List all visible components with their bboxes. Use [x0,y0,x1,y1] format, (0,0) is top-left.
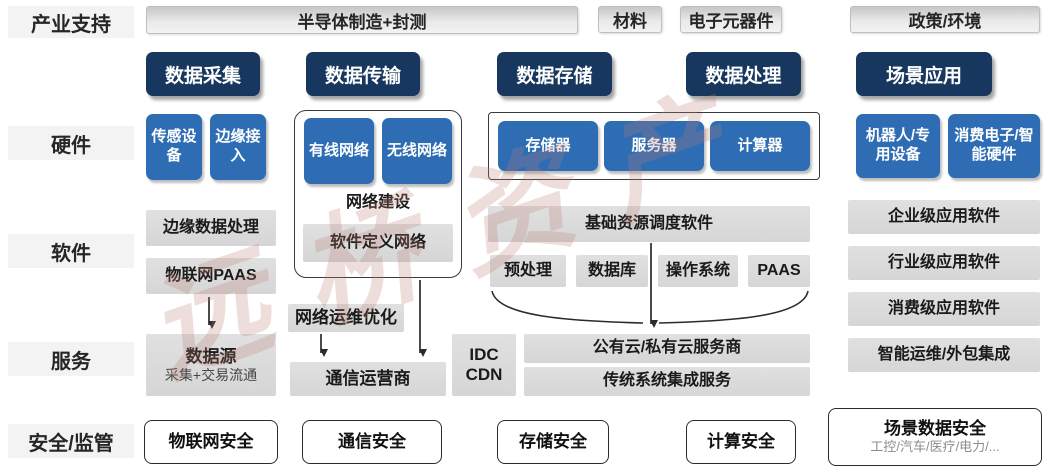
svc-intelligent-ops: 智能运维/外包集成 [848,338,1040,372]
sw-edge-data-processing: 边缘数据处理 [146,210,276,246]
svc-data-source-subtitle: 采集+交易流通 [164,366,258,383]
sw-operating-system: 操作系统 [658,255,738,287]
hw-memory: 存储器 [498,121,598,171]
stage-header-processing: 数据处理 [686,52,801,96]
stage-header-storage: 数据存储 [497,52,612,96]
svc-data-source-title: 数据源 [185,347,237,367]
support-bar-semiconductor: 半导体制造+封测 [146,6,578,34]
sec-scenario-data-security: 场景数据安全 工控/汽车/医疗/电力/... [828,408,1042,466]
sw-enterprise-apps: 企业级应用软件 [848,200,1040,234]
sw-database: 数据库 [576,255,648,287]
sec-scenario-title: 场景数据安全 [884,419,986,438]
svc-system-integration: 传统系统集成服务 [524,367,810,396]
row-label-services: 服务 [8,342,134,376]
sec-storage-security: 存储安全 [497,420,609,464]
svc-cloud-providers: 公有云/私有云服务商 [524,334,810,363]
sec-iot-security: 物联网安全 [144,420,278,464]
row-label-software: 软件 [8,234,134,268]
svc-data-source: 数据源 采集+交易流通 [146,334,276,396]
sw-iot-paas: 物联网PAAS [146,258,276,294]
row-label-hardware: 硬件 [8,126,134,160]
support-bar-policy: 政策/环境 [850,6,1040,33]
sw-sdn: 软件定义网络 [303,224,453,262]
svc-idc-line: IDC [469,345,499,365]
sw-consumer-apps: 消费级应用软件 [848,292,1040,326]
stage-header-acquisition: 数据采集 [146,52,260,96]
hw-consumer-electronics: 消费电子/智能硬件 [948,114,1040,178]
svc-idc-cdn: IDC CDN [452,334,516,396]
sec-communication-security: 通信安全 [302,420,442,464]
svc-telecom-operators: 通信运营商 [290,362,446,396]
hw-edge-access: 边缘接入 [210,114,266,180]
support-bar-components: 电子元器件 [680,6,782,33]
sw-resource-scheduler: 基础资源调度软件 [488,206,810,242]
hw-wired-network: 有线网络 [304,118,374,184]
sw-paas: PAAS [748,255,810,287]
brace-right [658,290,809,324]
row-label-support: 产业支持 [8,6,134,38]
hw-wireless-network: 无线网络 [382,118,452,184]
network-build-caption: 网络建设 [345,194,410,211]
support-bar-materials: 材料 [598,6,662,33]
sw-preprocessing: 预处理 [490,255,566,287]
brace-left [491,290,644,324]
stage-header-application: 场景应用 [856,52,992,96]
hw-sensor-devices: 传感设备 [146,114,202,180]
stage-header-transmission: 数据传输 [306,52,420,96]
hw-server: 服务器 [604,121,704,171]
svc-network-ops-optimization: 网络运维优化 [288,304,404,332]
sec-computing-security: 计算安全 [686,420,796,464]
hw-computer: 计算器 [710,121,810,171]
sw-industry-apps: 行业级应用软件 [848,246,1040,280]
row-label-security: 安全/监管 [8,424,134,458]
hw-robot-equipment: 机器人/专用设备 [856,114,940,178]
sec-scenario-subtitle: 工控/汽车/医疗/电力/... [870,439,1000,455]
svc-cdn-line: CDN [465,365,503,384]
